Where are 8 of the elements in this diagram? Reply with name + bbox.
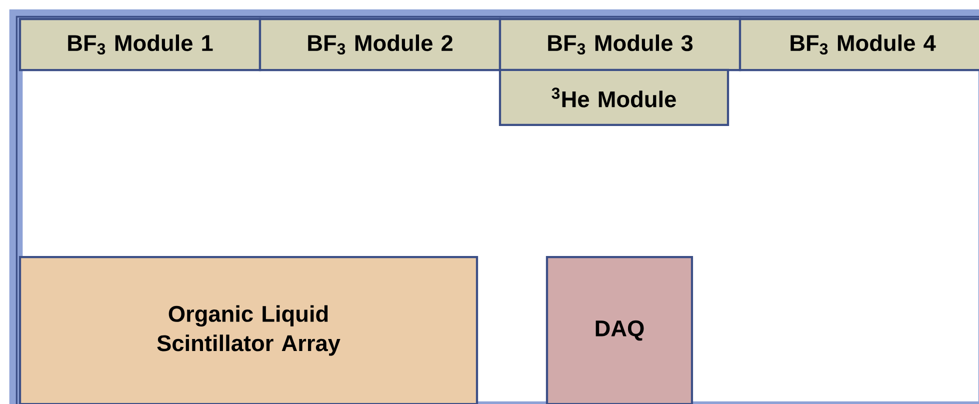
daq-box: DAQ — [546, 256, 694, 404]
detector-box: Organic Liquid Scintillator Array — [18, 256, 478, 404]
module-box: BF$_{3}$ Module 3 — [498, 18, 742, 72]
module-box: BF$_{3}$ Module 2 — [258, 18, 502, 72]
module-box: BF$_{3}$ Module 1 — [18, 18, 262, 72]
module-box: $^{3}$He Module — [498, 68, 730, 126]
frame-box — [9, 9, 979, 404]
module-box: BF$_{3}$ Module 4 — [738, 18, 979, 72]
